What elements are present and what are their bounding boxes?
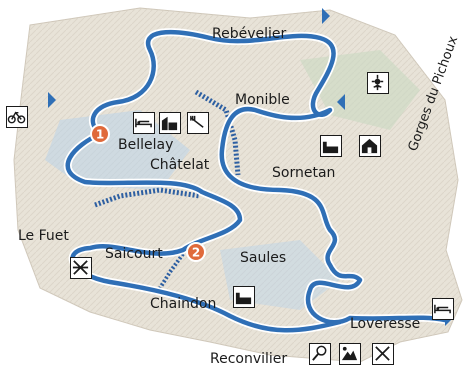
place-label-reconvilier: Reconvilier — [210, 351, 288, 367]
bicycle-icon — [6, 106, 28, 128]
route-loop — [63, 28, 449, 335]
route-marker-1[interactable]: 1 — [90, 124, 110, 144]
direction-arrow-icon — [48, 92, 56, 108]
search-magnifier-icon — [309, 343, 331, 365]
place-label-saules: Saules — [240, 250, 287, 266]
dashed-trail — [94, 187, 201, 208]
hotel-bed-icon — [432, 298, 454, 320]
svg-text:1: 1 — [96, 128, 104, 142]
place-label-rebevelier: Rebévelier — [212, 26, 287, 42]
factory-icon — [233, 286, 255, 308]
svg-text:2: 2 — [192, 246, 200, 260]
mountain-view-icon — [339, 343, 361, 365]
factory-icon — [320, 135, 342, 157]
place-label-bellelay: Bellelay — [118, 137, 174, 153]
hotel-bed-icon — [133, 112, 155, 134]
direction-arrow-icon — [322, 8, 330, 24]
farm-building-icon — [159, 112, 181, 134]
route-marker-2[interactable]: 2 — [186, 242, 206, 262]
direction-arrow-icon — [337, 94, 345, 110]
place-label-loveresse: Loveresse — [350, 316, 421, 332]
restaurant-icon — [187, 112, 209, 134]
place-label-chatelat: Châtelat — [150, 157, 210, 173]
picnic-icon — [372, 343, 394, 365]
place-label-saicourt: Saicourt — [105, 246, 163, 262]
house-icon — [359, 135, 381, 157]
picnic-icon — [70, 257, 92, 279]
place-label-chaindon: Chaindon — [150, 296, 217, 312]
place-label-sornetan: Sornetan — [272, 165, 336, 181]
place-label-le-fuet: Le Fuet — [18, 228, 69, 244]
place-label-monible: Monible — [235, 92, 290, 108]
flower-icon — [367, 72, 389, 94]
dashed-trail — [194, 89, 241, 176]
